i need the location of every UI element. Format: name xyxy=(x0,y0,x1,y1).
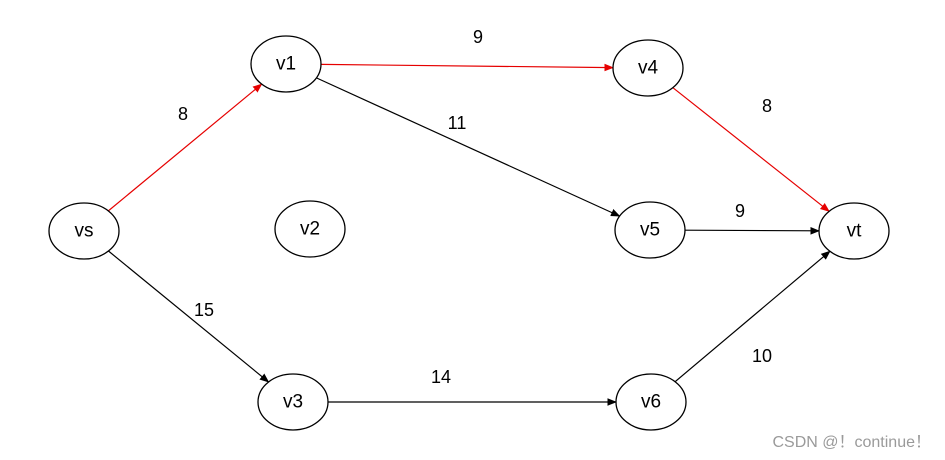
node-v6: v6 xyxy=(615,373,687,431)
edge-weight-vs-v3: 15 xyxy=(194,300,214,320)
edge-v1-v5 xyxy=(316,77,621,217)
edge-weight-v1-v4: 9 xyxy=(473,27,483,47)
node-ellipse-v4 xyxy=(612,39,684,97)
node-label-v3: v3 xyxy=(283,392,303,413)
edge-v1-v4 xyxy=(320,63,614,72)
node-ellipse-v5 xyxy=(614,201,686,259)
node-ellipse-v1 xyxy=(250,35,322,93)
edge-weight-vs-v1: 8 xyxy=(178,104,188,124)
node-v4: v4 xyxy=(612,39,684,97)
edges-layer: 8 9 8 11 9 15 14 10 xyxy=(107,27,831,406)
edge-weight-v1-v5: 11 xyxy=(448,113,467,133)
node-label-v5: v5 xyxy=(640,220,660,241)
node-v2: v2 xyxy=(274,200,346,258)
edge-weight-v6-vt: 10 xyxy=(752,346,772,366)
edge-weight-v5-vt: 9 xyxy=(735,201,745,221)
node-label-vs: vs xyxy=(75,221,94,242)
edge-v4-vt xyxy=(672,87,830,212)
edge-weight-v3-v6: 14 xyxy=(431,367,451,387)
node-v5: v5 xyxy=(614,201,686,259)
node-label-v6: v6 xyxy=(641,392,661,413)
node-ellipse-vt xyxy=(818,202,890,260)
node-label-v4: v4 xyxy=(638,58,659,79)
edge-v5-vt xyxy=(684,226,820,235)
node-vt: vt xyxy=(818,202,890,260)
node-label-v2: v2 xyxy=(300,219,320,240)
node-ellipse-v3 xyxy=(257,373,329,431)
node-vs: vs xyxy=(48,202,120,260)
node-ellipse-v2 xyxy=(274,200,346,258)
node-v1: v1 xyxy=(250,35,322,93)
node-v3: v3 xyxy=(257,373,329,431)
node-ellipse-v6 xyxy=(615,373,687,431)
node-ellipse-vs xyxy=(48,202,120,260)
edge-vs-v1 xyxy=(107,83,263,212)
edge-vs-v3 xyxy=(108,250,270,383)
edge-weight-v4-vt: 8 xyxy=(762,96,772,116)
watermark: CSDN @！continue！ xyxy=(772,434,931,451)
node-label-v1: v1 xyxy=(276,54,296,75)
nodes-layer: vs v1 v2 v3 v4 v5 v6 vt xyxy=(48,35,890,431)
node-label-vt: vt xyxy=(847,221,863,242)
edge-v6-vt xyxy=(674,250,831,383)
